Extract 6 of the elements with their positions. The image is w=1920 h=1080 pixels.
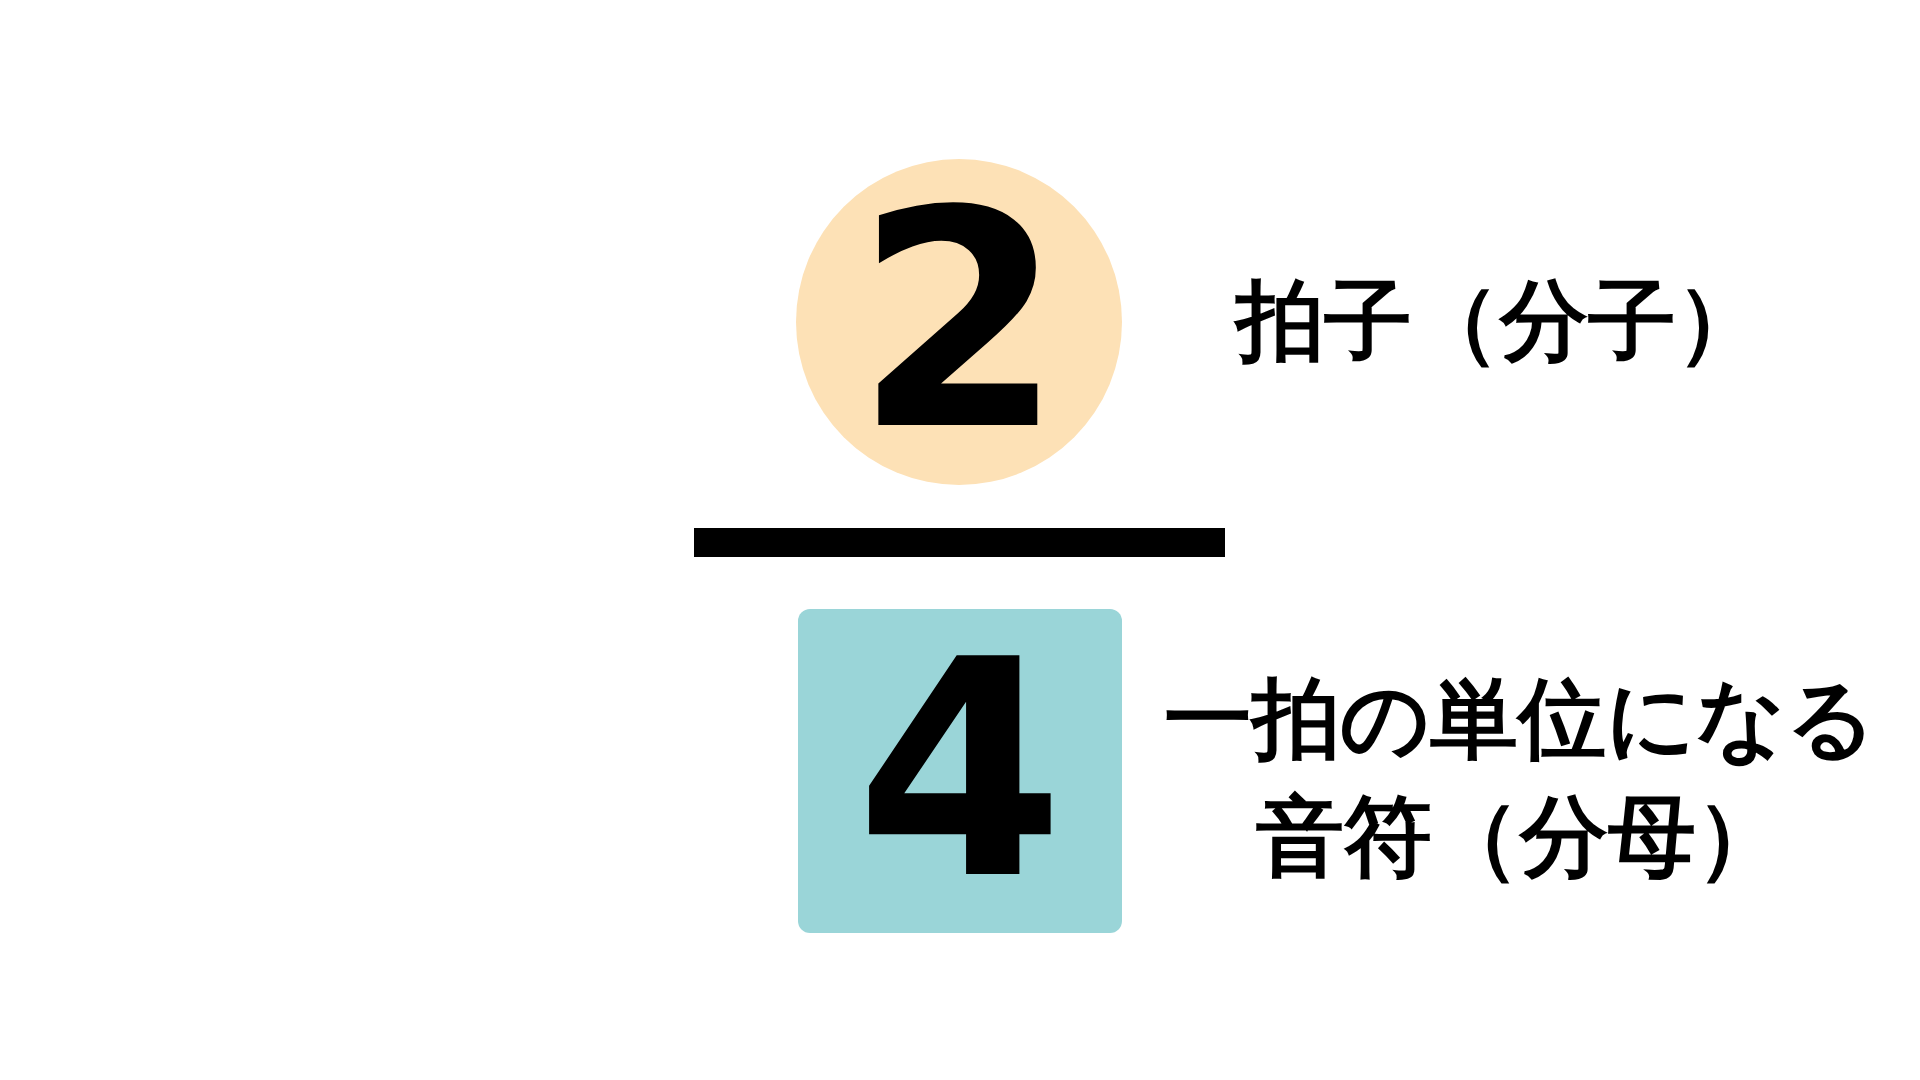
fraction-bar (694, 528, 1225, 557)
description-text: 拍子（分子） (1200, 262, 1800, 380)
number-text: 4 (855, 621, 1065, 921)
denominator-box (798, 609, 1122, 933)
number-text: 2 (854, 172, 1064, 472)
description-text: 一拍の単位になる音符（分母） (1163, 666, 1877, 890)
